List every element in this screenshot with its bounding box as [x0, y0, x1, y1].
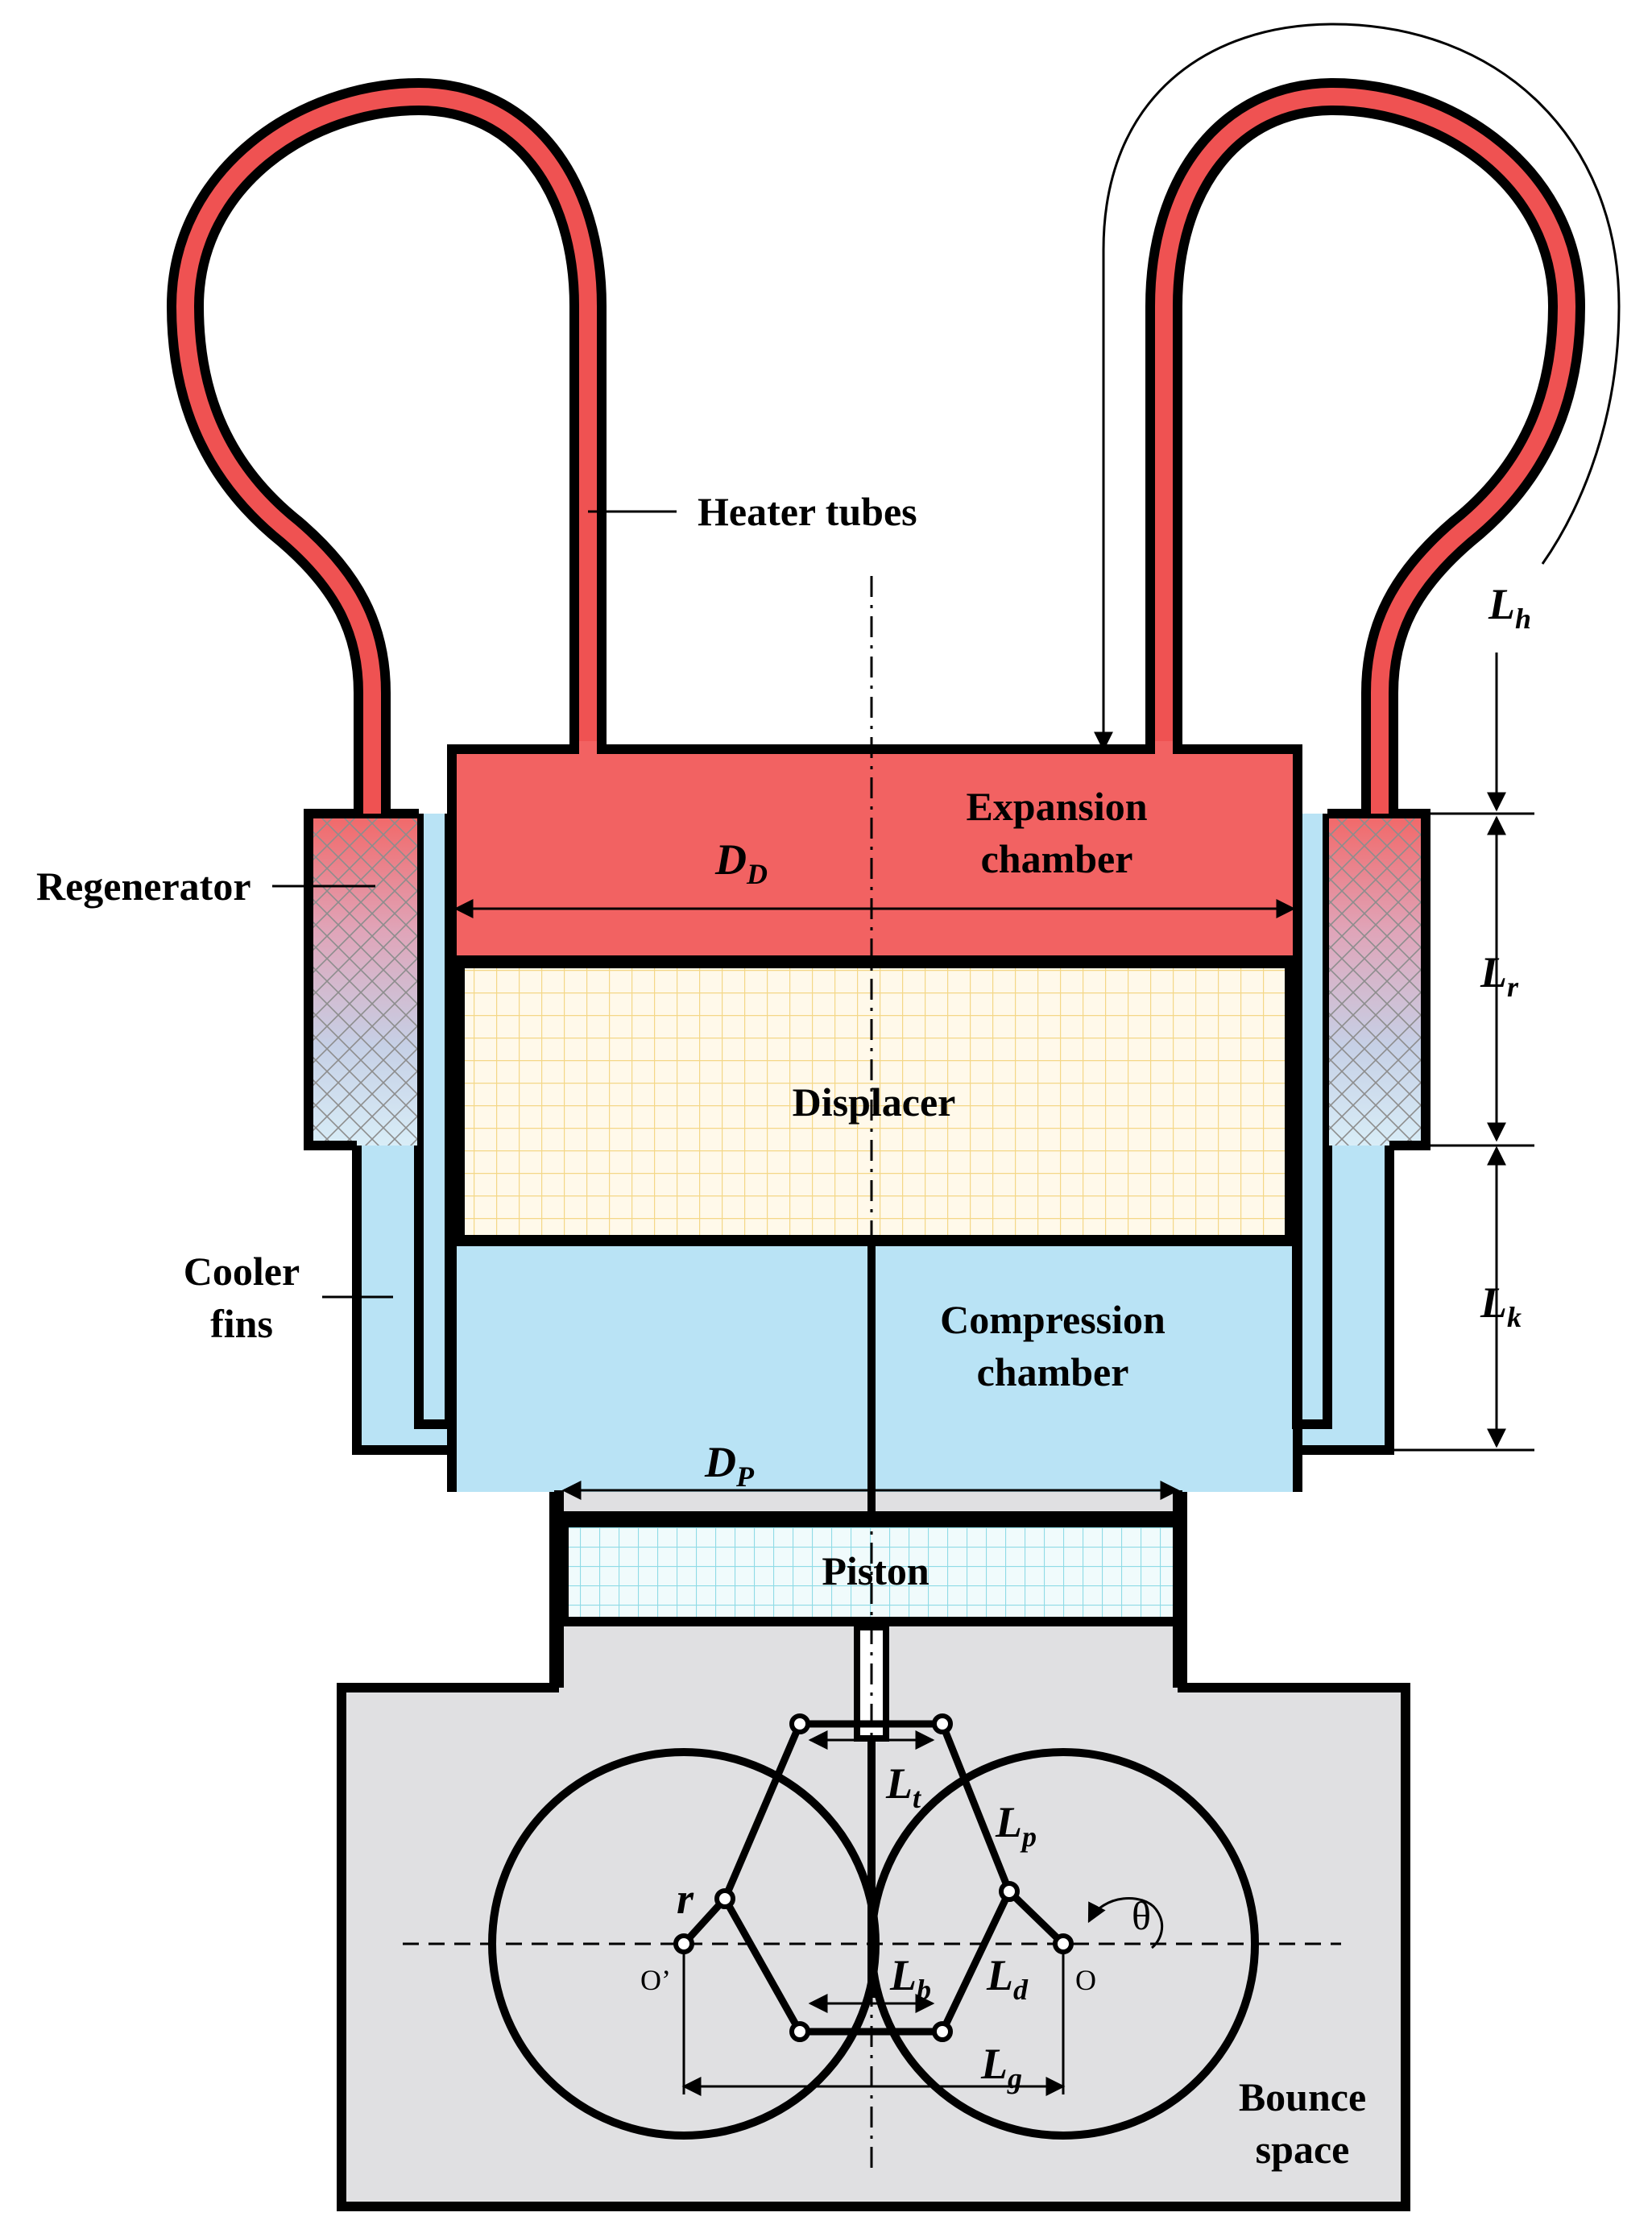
piston-label: Piston [822, 1548, 930, 1593]
linkage-pivots [673, 1713, 1074, 2042]
dp-symbol: DP [704, 1438, 755, 1493]
expansion-chamber-label-line2: chamber [981, 836, 1133, 881]
displacer-label: Displacer [793, 1079, 956, 1125]
lb-symbol: Lb [889, 1951, 931, 2006]
tube-joint-left [579, 741, 597, 757]
displacer [453, 957, 1296, 1246]
regenerator-right [1327, 809, 1430, 1150]
lt-symbol: Lt [885, 1759, 921, 1814]
compression-chamber-label-line2: chamber [977, 1349, 1129, 1394]
lh-symbol: Lh [1488, 580, 1531, 635]
theta-symbol: θ [1132, 1893, 1151, 1938]
lk-symbol: Lk [1480, 1278, 1522, 1333]
cooler-fins-label-line1: Cooler [184, 1249, 300, 1294]
tube-joint-right [1155, 741, 1173, 757]
regenerator-label: Regenerator [36, 864, 251, 909]
heater-tube-right [1145, 77, 1586, 814]
o-prime-label: O’ [640, 1964, 671, 1996]
compression-chamber-label-line1: Compression [940, 1297, 1166, 1342]
dd-symbol: DD [714, 835, 768, 890]
o-label: O [1075, 1964, 1096, 1996]
lp-symbol: Lp [995, 1798, 1037, 1853]
lg-symbol: Lg [980, 2040, 1022, 2094]
lr-symbol: Lr [1480, 948, 1519, 1003]
rhombic-linkage [681, 1720, 1066, 2036]
expansion-chamber-label-line1: Expansion [966, 784, 1147, 829]
cooler-fin-left [414, 814, 454, 1429]
dimension-lines [272, 23, 1621, 2096]
bounce-space-label-line2: space [1256, 2127, 1350, 2172]
bounce-space-label-line1: Bounce [1239, 2074, 1366, 2119]
heater-tube-left [166, 77, 607, 814]
piston [559, 1518, 1187, 1626]
regenerator-left [304, 809, 419, 1150]
ld-symbol: Ld [986, 1951, 1029, 2006]
heater-tubes-label: Heater tubes [698, 489, 917, 534]
cooler-fins-label-line2: fins [210, 1301, 273, 1346]
r-symbol: r [677, 1875, 694, 1923]
expansion-chamber [447, 744, 1302, 965]
